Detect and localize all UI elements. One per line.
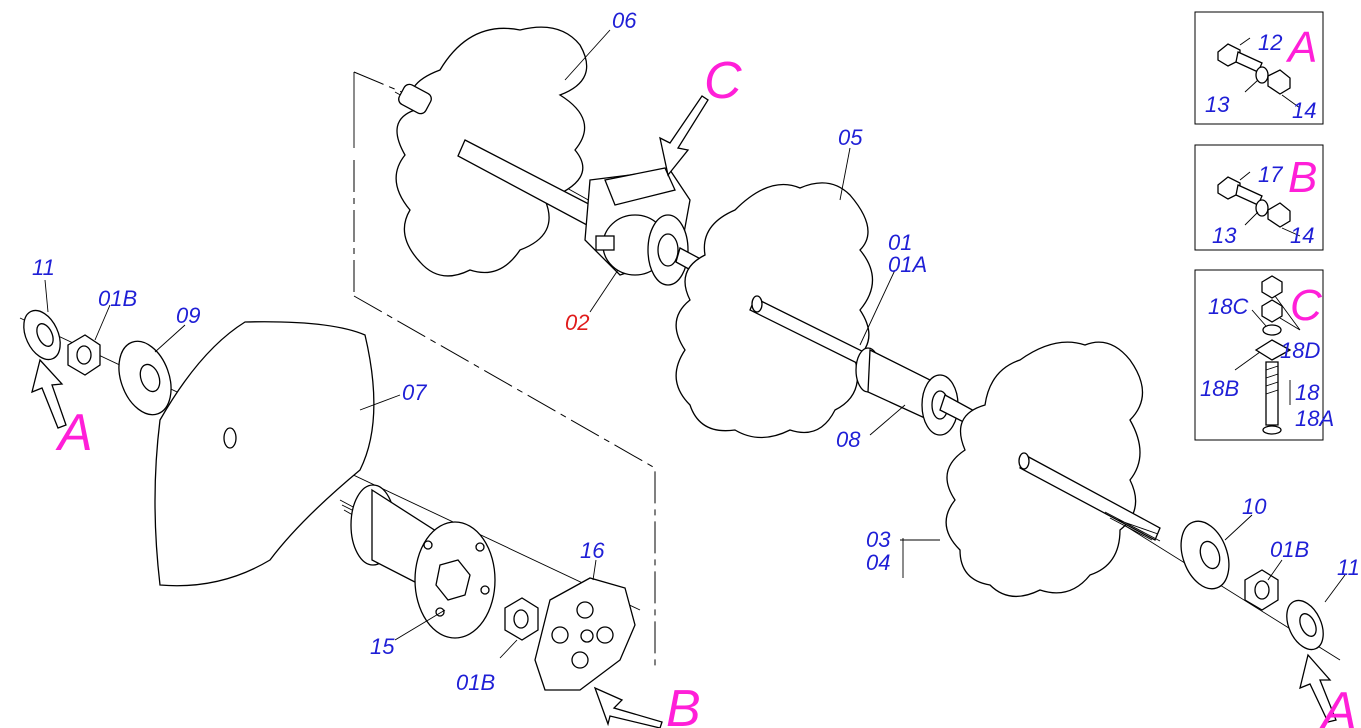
nut-01b-bottom (504, 597, 539, 641)
label-02: 02 (565, 310, 589, 335)
callout-box-b: B (1288, 153, 1317, 202)
label-01b-right: 01B (1270, 537, 1309, 562)
label-15: 15 (370, 634, 395, 659)
label-16: 16 (580, 538, 605, 563)
plate-07 (154, 321, 375, 587)
label-14-b: 14 (1290, 223, 1314, 248)
part-labels: 06 05 01 01A 02 07 08 09 11 01B 15 01B 1… (32, 8, 1360, 695)
label-12: 12 (1258, 30, 1282, 55)
circlip-11-left (23, 309, 61, 361)
callout-box-a: A (1285, 23, 1317, 72)
detail-box-b (1194, 144, 1324, 251)
callout-a-left: A (55, 404, 93, 462)
nut-01b-right (1244, 569, 1279, 611)
label-17: 17 (1258, 162, 1283, 187)
label-01b-bottom: 01B (456, 670, 495, 695)
callout-arrows (31, 95, 1337, 728)
label-14-a: 14 (1292, 98, 1316, 123)
label-11-left: 11 (32, 255, 55, 280)
callout-c-top: C (704, 52, 742, 110)
disc-05 (675, 182, 881, 439)
label-18: 18 (1295, 380, 1320, 405)
bearing-02 (457, 139, 726, 286)
callout-b-bottom: B (666, 680, 701, 728)
callout-box-c: C (1290, 281, 1323, 330)
label-07: 07 (402, 380, 427, 405)
label-01b-left: 01B (98, 286, 137, 311)
circlip-11-right (1286, 599, 1324, 651)
label-13-b: 13 (1212, 223, 1237, 248)
detail-box-a (1194, 11, 1324, 125)
label-13-a: 13 (1205, 92, 1230, 117)
label-10: 10 (1242, 494, 1267, 519)
label-01: 01 (888, 230, 912, 255)
label-03: 03 (866, 527, 891, 552)
label-18b: 18B (1200, 376, 1239, 401)
bolt-stub (398, 83, 432, 115)
leader-lines (44, 29, 1346, 659)
disc-03-04 (945, 341, 1161, 597)
label-04: 04 (866, 550, 890, 575)
detail-box-c (1194, 269, 1324, 441)
callout-letters: A A B C A B C (55, 23, 1357, 728)
label-18a: 18A (1295, 406, 1334, 431)
label-18d: 18D (1280, 338, 1320, 363)
label-08: 08 (836, 427, 861, 452)
label-11-right: 11 (1337, 555, 1360, 580)
hub-15 (339, 484, 496, 639)
label-01a: 01A (888, 252, 927, 277)
nut-01b-left (67, 334, 101, 376)
label-06: 06 (612, 8, 637, 33)
washer-09 (118, 340, 172, 416)
label-05: 05 (838, 125, 863, 150)
label-09: 09 (176, 303, 200, 328)
callout-a-right: A (1319, 682, 1357, 728)
washer-10 (1180, 520, 1230, 590)
scraper-16 (534, 577, 636, 691)
label-18c: 18C (1208, 294, 1248, 319)
disc-06 (395, 26, 588, 277)
